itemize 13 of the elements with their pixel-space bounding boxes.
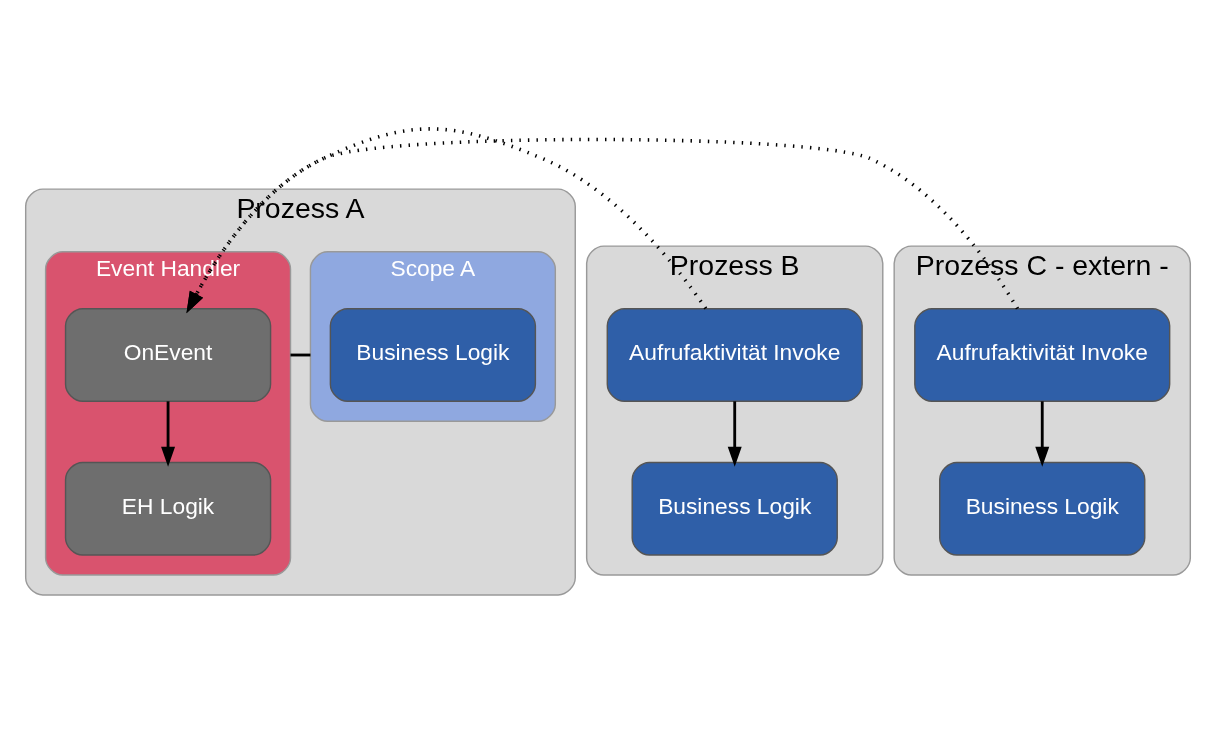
node-box: Aufrufaktivität Invoke (606, 307, 863, 402)
node-box: Business Logik (631, 461, 838, 556)
node-box: OnEvent (64, 307, 272, 402)
arrow (161, 400, 176, 467)
arrow (186, 126, 708, 313)
connector (290, 353, 311, 356)
arrow (1035, 400, 1050, 467)
node-box: EH Logik (64, 461, 272, 556)
arrow (186, 137, 1019, 313)
node-box: Aufrufaktivität Invoke (914, 307, 1171, 402)
node-box: Business Logik (329, 307, 537, 402)
node-box: Business Logik (939, 461, 1146, 556)
arrow (727, 400, 742, 467)
